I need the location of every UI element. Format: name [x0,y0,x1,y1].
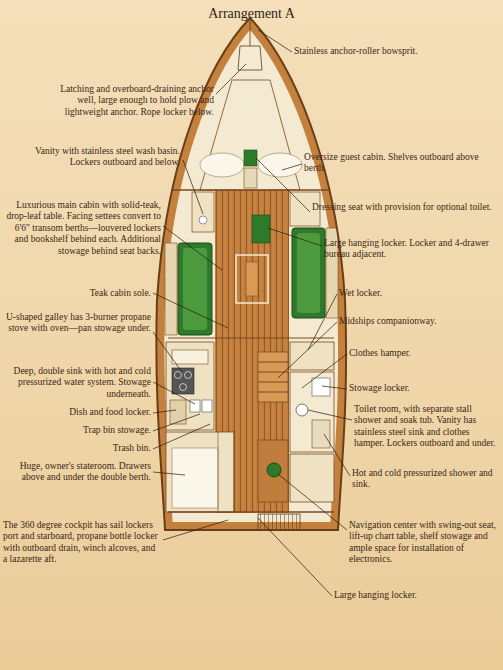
callout-label: Deep, double sink with hot and cold pres… [3,366,151,400]
callout-label: Luxurious main cabin with solid-teak, dr… [3,200,161,257]
callout-label: Trash bin. [3,443,151,454]
callout-label: Wet locker. [339,288,489,299]
callout-label: Toilet room, with separate stall shower … [354,404,499,450]
callout-label: Hot and cold pressurized shower and sink… [352,468,499,491]
title: Arrangement A [0,6,503,22]
callout-label: Teak cabin sole. [3,288,151,299]
callout-label: Oversize guest cabin. Shelves outboard a… [304,152,494,175]
callout-label: Huge, owner's stateroom. Drawers above a… [3,461,151,484]
callout-label: Clothes hamper. [349,348,499,359]
callout-label: Vanity with stainless steel wash basin. … [30,146,180,169]
callout-label: Stowage locker. [349,383,499,394]
callout-label: Navigation center with swing-out seat, l… [349,520,499,566]
callout-label: Trap bin stowage. [3,425,151,436]
callout-label: Latching and overboard-draining anchor w… [46,84,214,118]
callout-label: Dressing seat with provision for optiona… [312,202,494,213]
callout-label: Stainless anchor-roller bowsprit. [294,46,494,57]
callout-label: Midships companionway. [339,316,489,327]
callout-label: Large hanging locker. Locker and 4-drawe… [324,238,496,261]
callout-label: Large hanging locker. [334,590,494,601]
callout-label: U-shaped galley has 3-burner propane sto… [3,312,151,335]
callout-label: Dish and food locker. [3,407,151,418]
callout-label: The 360 degree cockpit has sail lockers … [3,520,161,566]
